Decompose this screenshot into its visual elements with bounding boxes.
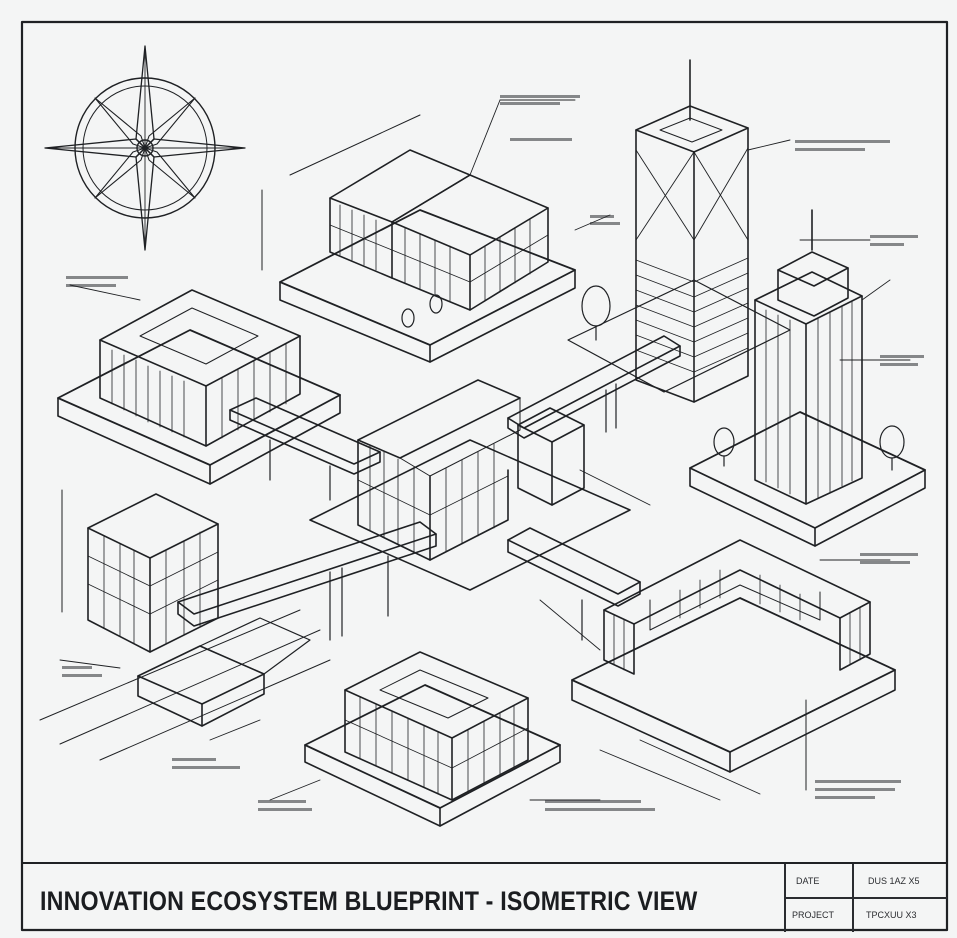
building-bottom-right xyxy=(571,539,896,791)
date-label: DATE xyxy=(796,876,820,886)
building-top-center xyxy=(261,99,576,363)
tower-tall xyxy=(567,59,791,403)
skybridges xyxy=(177,335,681,641)
building-left-cube xyxy=(61,489,219,653)
drawing-title: INNOVATION ECOSYSTEM BLUEPRINT - ISOMETR… xyxy=(40,886,698,916)
date-value: DUS 1AZ X5 xyxy=(868,876,920,886)
project-label: PROJECT xyxy=(792,910,835,920)
building-bottom-center xyxy=(304,651,561,827)
compass-rose-icon xyxy=(44,45,246,251)
title-block: INNOVATION ECOSYSTEM BLUEPRINT - ISOMETR… xyxy=(22,862,947,932)
trees xyxy=(401,285,905,471)
building-center-hub xyxy=(309,379,631,591)
project-value: TPCXUU X3 xyxy=(866,910,917,920)
callout-marks xyxy=(62,95,924,811)
title-block-divider xyxy=(784,897,947,899)
tram xyxy=(39,609,331,761)
sheet-border xyxy=(20,20,949,932)
tower-right xyxy=(689,209,926,547)
building-left xyxy=(57,284,341,485)
